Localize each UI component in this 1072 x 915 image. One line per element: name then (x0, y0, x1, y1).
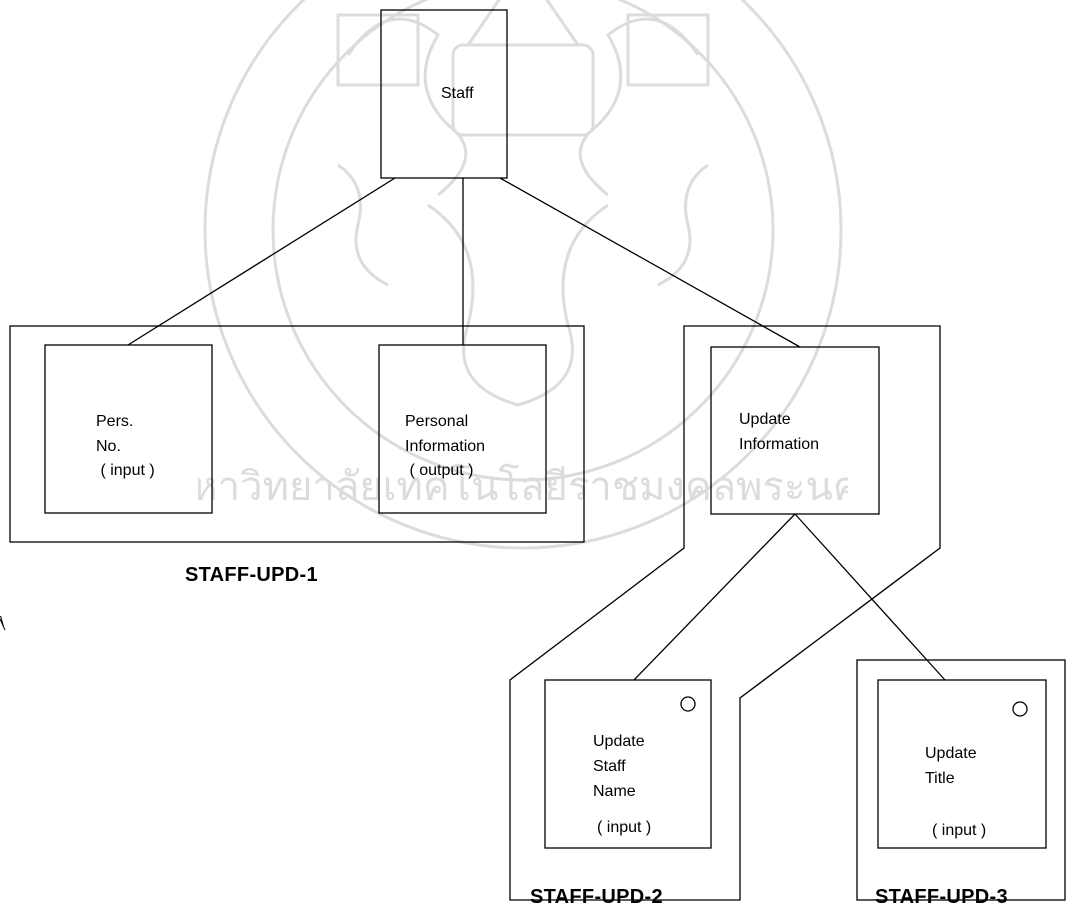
watermark-seal: มหาวิทยาลัยเทคโนโลยีราชมงคลพระนคร (198, 0, 848, 550)
edge-root-persno (127, 177, 396, 346)
edge-update-name (633, 513, 796, 681)
node-staff-name-tag: ( input ) (597, 819, 652, 836)
node-box-update-staff-name (544, 679, 712, 849)
node-title-tag: ( input ) (932, 822, 987, 839)
node-staff-name-line-3: Name (593, 783, 636, 800)
group-label-staff-upd-2: STAFF-UPD-2 (530, 886, 663, 908)
node-box-pers-no (44, 344, 213, 514)
selection-circle-title (1012, 701, 1028, 717)
node-pers-no-line-3: ( input ) (96, 462, 155, 479)
node-pers-no-line-1: Pers. (96, 413, 134, 430)
node-pers-no-line-2: No. (96, 438, 121, 455)
node-staff-name-line-2: Staff (593, 758, 626, 775)
node-box-update-info (710, 346, 880, 515)
root-label: Staff (441, 85, 474, 102)
selection-circle-staff-name (680, 696, 696, 712)
node-personal-line-3: ( output ) (405, 462, 474, 479)
group-staff-upd-1-border (9, 325, 585, 543)
edge-root-update (499, 177, 801, 348)
node-update-info-line-1: Update (739, 411, 791, 428)
node-title-line-2: Title (925, 770, 955, 787)
edge-update-title (794, 513, 946, 681)
group-staff-upd-2-border (509, 325, 941, 901)
root-box (380, 9, 508, 179)
node-staff-name-line-1: Update (593, 733, 645, 750)
node-personal-line-2: Information (405, 438, 486, 455)
node-box-update-title (877, 679, 1047, 849)
stray-mark (0, 618, 6, 631)
node-title-line-1: Update (925, 745, 977, 762)
group-staff-upd-3-border (856, 659, 1066, 901)
node-update-info-line-2: Information (739, 436, 820, 453)
stray-mark-text: \ (0, 613, 4, 629)
group-label-staff-upd-3: STAFF-UPD-3 (875, 886, 1008, 908)
watermark-text: มหาวิทยาลัยเทคโนโลยีราชมงคลพระนคร (198, 464, 848, 510)
group-label-staff-upd-1: STAFF-UPD-1 (185, 564, 318, 586)
node-personal-line-1: Personal (405, 413, 469, 430)
node-box-personal-info (378, 344, 547, 514)
